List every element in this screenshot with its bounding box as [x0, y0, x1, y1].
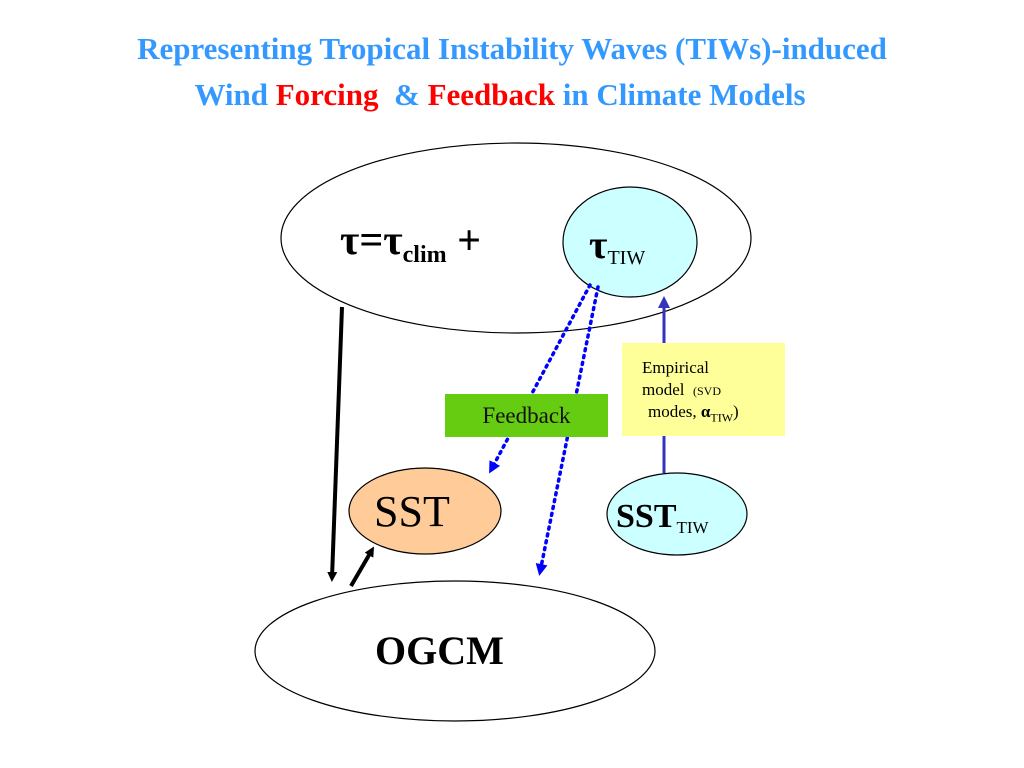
feedback-label-box: Feedback	[445, 394, 608, 437]
stress-eq-tau: τ=τ	[340, 218, 403, 264]
title-amp-text: &	[378, 77, 428, 112]
empirical-svd-text: (SVD	[693, 384, 722, 398]
tau-tiw-symbol: τ	[589, 222, 607, 267]
empirical-modes-text: modes,	[648, 402, 701, 421]
empirical-model-box: Empirical model (SVD modes, αTIW)	[622, 343, 785, 436]
ogcm-label: OGCM	[375, 628, 504, 673]
tau-tiw-circle	[562, 186, 698, 298]
stress-equation: τ=τclim +	[340, 218, 481, 268]
feedback-to-sst-arrow	[489, 283, 592, 474]
empirical-close-paren: )	[733, 402, 739, 421]
empirical-line-1: Empirical	[642, 358, 710, 377]
tau-tiw-label: τTIW	[589, 222, 645, 269]
title-line-2: Wind Forcing & Feedback in Climate Model…	[0, 76, 1012, 114]
ogcm-to-sst-arrow	[349, 546, 375, 588]
empirical-line-2: model (SVD	[642, 379, 721, 402]
stress-to-ogcm-arrow	[327, 306, 344, 582]
stress-eq-plus: +	[447, 218, 481, 264]
sst-tiw-ellipse	[606, 472, 748, 556]
stress-eq-clim-subscript: clim	[403, 242, 447, 268]
sst-tiw-subscript: TIW	[677, 518, 710, 537]
sst-label: SST	[374, 487, 450, 536]
sst-ellipse	[348, 467, 502, 555]
empirical-alpha-subscript: TIW	[710, 410, 734, 425]
title-feedback-text: Feedback	[427, 77, 555, 112]
sst-tiw-label: SSTTIW	[616, 498, 710, 537]
ogcm-ellipse	[254, 580, 656, 722]
tau-tiw-subscript: TIW	[607, 247, 645, 269]
title-line-1: Representing Tropical Instability Waves …	[137, 31, 887, 66]
empirical-alpha-symbol: α	[700, 402, 711, 421]
empirical-line-3: modes, αTIW)	[648, 401, 739, 428]
sst-tiw-main: SST	[616, 498, 677, 535]
title-climate-models-text: in Climate Models	[555, 77, 806, 112]
empirical-model-word: model	[642, 380, 685, 399]
title-wind-text: Wind	[194, 77, 276, 112]
title-forcing-text: Forcing	[275, 77, 379, 112]
